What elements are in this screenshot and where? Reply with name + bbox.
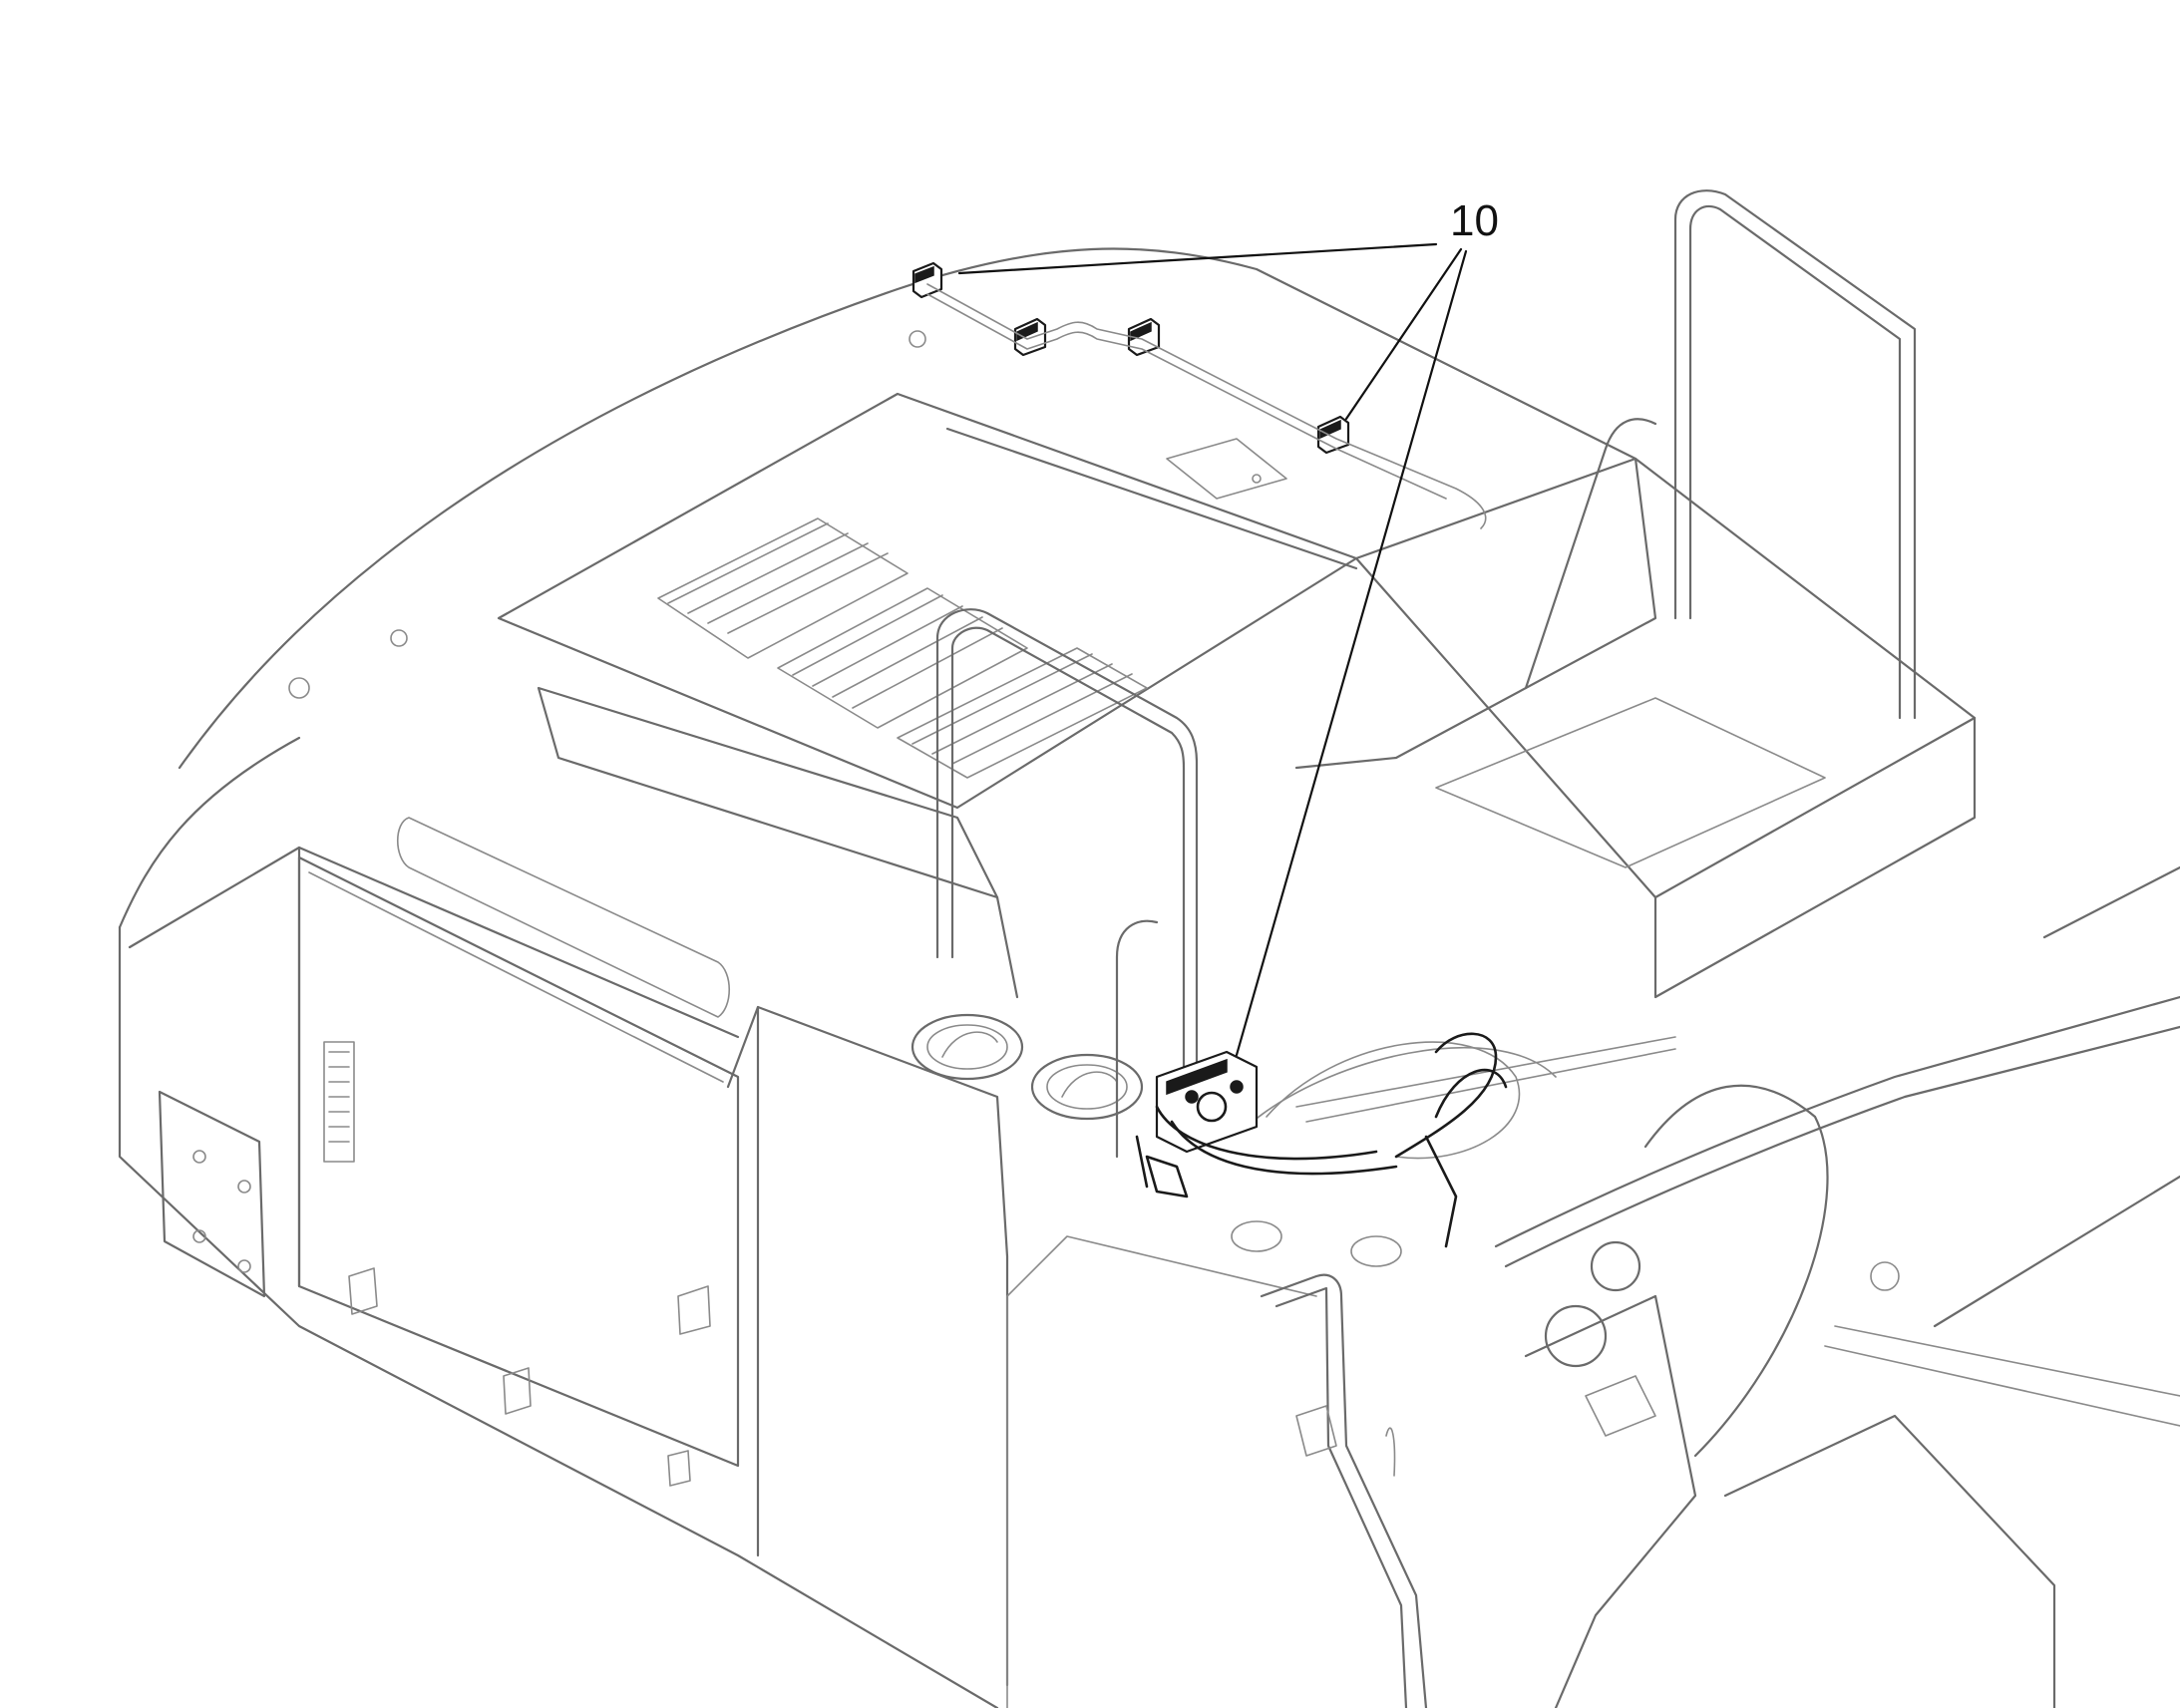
guard-rails [935,189,1917,1708]
side-grille [323,1041,355,1163]
machine-body-outline [118,189,2180,1708]
valve-block [1135,1050,1259,1198]
leader-line-to-clamp-4 [1344,247,1463,421]
filler-cap-right [1030,1053,1144,1121]
leader-line-to-valve [1235,249,1468,1057]
hood-mesh-grilles [657,517,1148,779]
clamp-1 [911,261,943,299]
callout-label: 10 [1450,196,1499,245]
clamp-2 [1013,317,1047,357]
callout-10: 10 [957,196,1499,1057]
filler-cap-left [910,1013,1024,1081]
highlighted-parts [911,261,1508,1248]
leader-line-to-clamp-1 [957,242,1438,275]
